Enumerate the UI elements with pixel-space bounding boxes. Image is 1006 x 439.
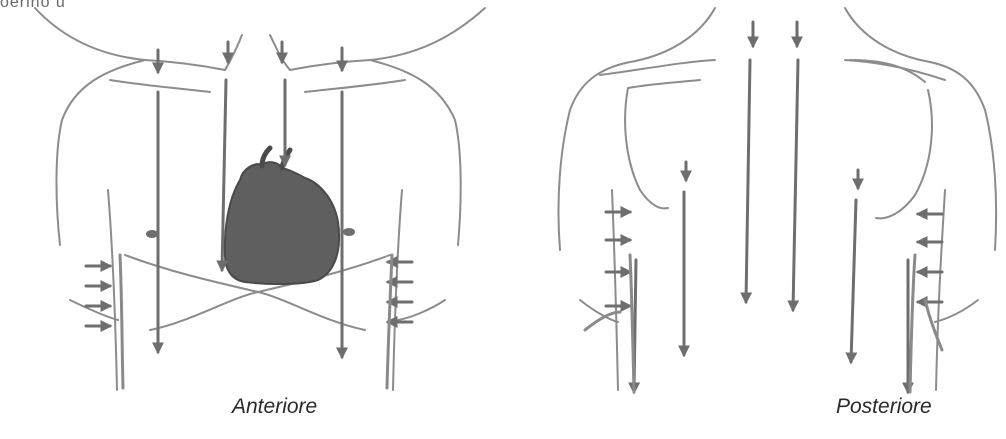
anterior-figure bbox=[35, 8, 485, 390]
caption-anterior: Anteriore bbox=[232, 395, 317, 419]
heart-shape bbox=[225, 162, 339, 284]
posterior-figure bbox=[558, 8, 996, 392]
posterior-torso-outline bbox=[558, 8, 996, 390]
arrow-mid-right-long bbox=[851, 200, 856, 362]
node-right bbox=[343, 228, 355, 236]
arrow-spine-right bbox=[793, 60, 798, 310]
cropped-header-text: oerino u bbox=[0, 0, 66, 12]
arrow-spine-left bbox=[746, 60, 750, 302]
node-left bbox=[146, 230, 158, 238]
posterior-flank-lines bbox=[585, 255, 942, 392]
caption-posterior: Posteriore bbox=[836, 395, 932, 419]
